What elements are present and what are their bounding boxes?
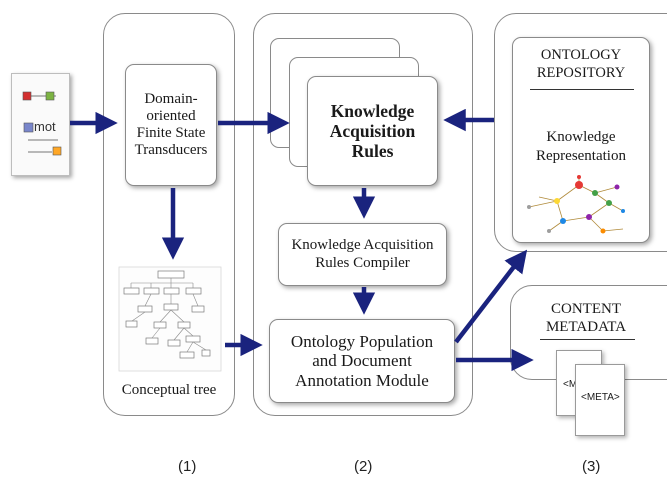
metadata-title-underline xyxy=(540,339,635,340)
repository-subtitle: Knowledge Representation xyxy=(536,129,626,164)
population-box: Ontology Population and Document Annotat… xyxy=(269,319,455,403)
blue-marker-icon xyxy=(23,122,34,133)
repository-title: ONTOLOGY REPOSITORY xyxy=(536,47,626,82)
column-label-3: (3) xyxy=(582,458,601,475)
conceptual-tree-diagram xyxy=(118,266,222,372)
rules-box: Knowledge Acquisition Rules xyxy=(307,76,438,186)
compiler-box: Knowledge Acquisition Rules Compiler xyxy=(278,223,447,286)
knowledge-graph-graphic xyxy=(527,175,625,234)
fst-box: Domain-oriented Finite State Transducers xyxy=(125,64,217,186)
metadata-doc-front: <META> xyxy=(575,364,625,436)
conceptual-tree-graphic xyxy=(118,266,222,372)
input-document-tag: mot xyxy=(34,119,56,134)
red-marker-icon xyxy=(22,91,32,101)
rules-label: Knowledge Acquisition Rules xyxy=(329,100,416,162)
input-document-graphic xyxy=(22,91,62,156)
conceptual-tree-label: Conceptual tree xyxy=(121,382,217,398)
population-label: Ontology Population and Document Annotat… xyxy=(290,331,434,390)
repository-title-underline xyxy=(530,89,634,90)
green-marker-icon xyxy=(45,91,55,101)
input-document: mot xyxy=(11,73,70,176)
fst-label: Domain-oriented Finite State Transducers xyxy=(134,90,208,159)
column-label-1: (1) xyxy=(178,458,197,475)
metadata-title: CONTENT METADATA xyxy=(545,301,627,335)
repository-box: ONTOLOGY REPOSITORY Knowledge Representa… xyxy=(512,37,650,243)
column-label-2: (2) xyxy=(354,458,373,475)
orange-marker-icon xyxy=(52,146,62,156)
metadata-doc-back-text: <M xyxy=(563,379,578,390)
arrow-population-to-repository xyxy=(454,249,528,344)
compiler-label: Knowledge Acquisition Rules Compiler xyxy=(291,237,434,271)
metadata-doc-front-text: <META> xyxy=(581,392,620,403)
